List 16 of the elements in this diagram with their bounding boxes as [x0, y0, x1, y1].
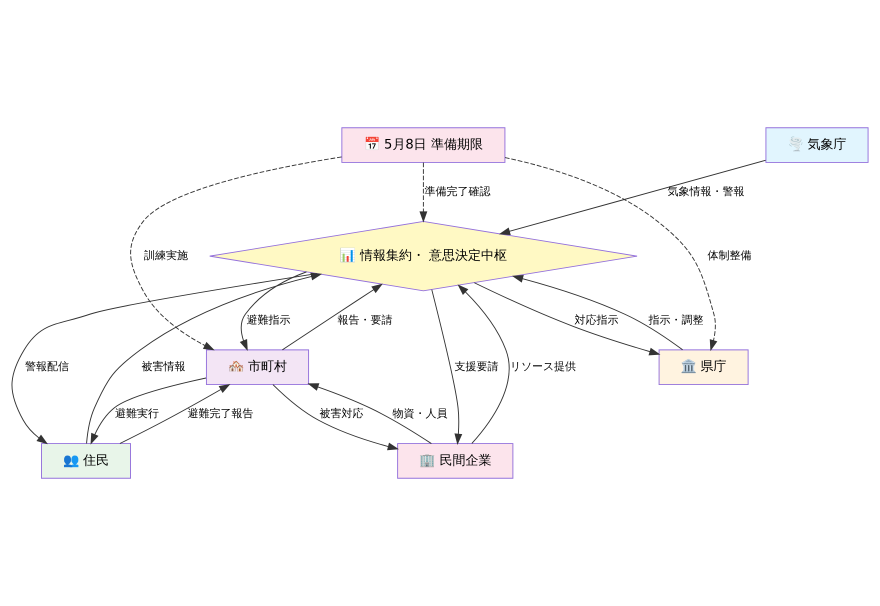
- edge-label: 気象情報・警報: [667, 184, 744, 198]
- edge-label: 準備完了確認: [424, 184, 491, 198]
- edge-label: 避難完了報告: [187, 406, 254, 420]
- edge-label: 避難実行: [115, 406, 160, 420]
- edge-label: リソース提供: [510, 360, 576, 374]
- edge-label: 訓練実施: [144, 249, 188, 262]
- edge-label: 被害対応: [319, 406, 364, 420]
- edge-label: 支援要請: [454, 360, 498, 374]
- edge-label: 報告・要請: [337, 313, 392, 326]
- edge-label: 指示・調整: [648, 313, 704, 326]
- edge-label: 被害情報: [141, 360, 186, 374]
- edge-label: 物資・人員: [392, 406, 448, 420]
- edge-label: 対応指示: [574, 313, 618, 326]
- edge-label: 避難指示: [246, 313, 290, 326]
- edge-label: 体制整備: [707, 249, 752, 262]
- edge-label: 警報配信: [25, 360, 70, 374]
